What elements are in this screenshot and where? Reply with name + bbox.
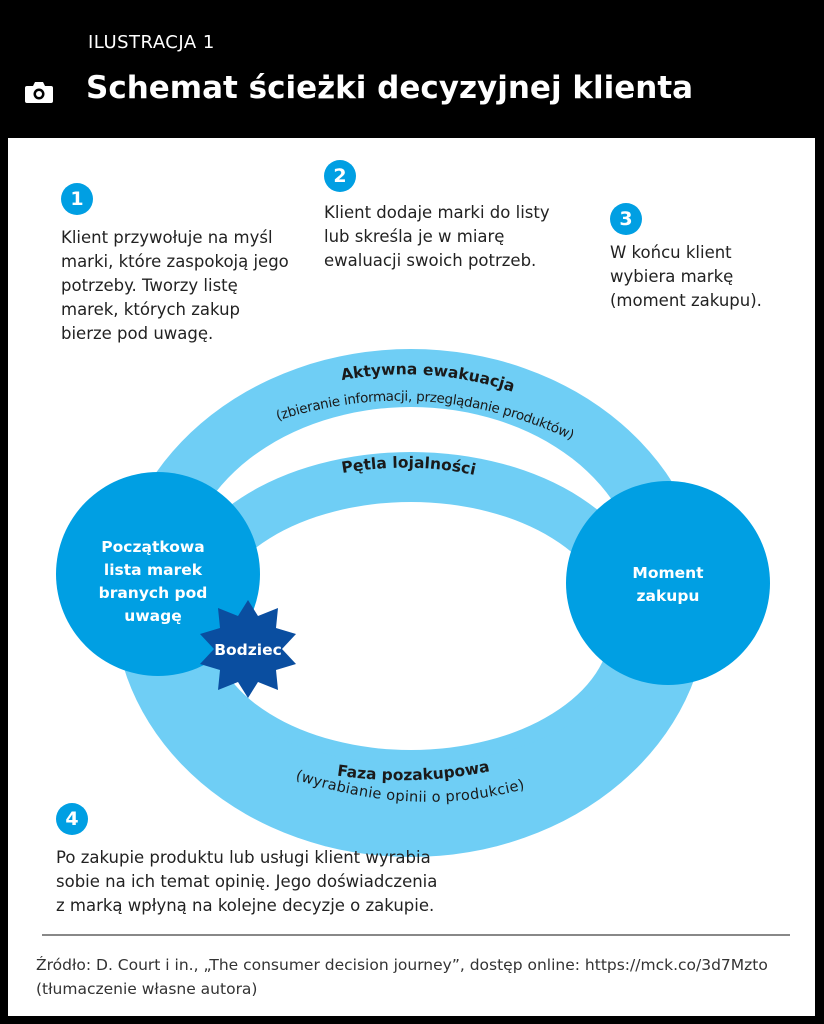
decision-journey-diagram: Aktywna ewakuacja (zbieranie informacji,…: [56, 349, 770, 857]
camera-icon: [25, 82, 53, 103]
step-3-badge: 3: [610, 203, 642, 235]
source-divider: [42, 934, 790, 936]
right-circle-line-1: Moment: [632, 564, 704, 582]
step-3-number: 3: [619, 208, 633, 230]
step-3-text: W końcu klient wybiera markę (moment zak…: [610, 243, 762, 310]
initial-consideration-circle: [56, 472, 260, 676]
source-note: Źródło: D. Court i in., „The consumer de…: [36, 956, 768, 998]
step-4-number: 4: [65, 808, 79, 830]
trigger-star: [200, 600, 296, 698]
illustration-label: ILUSTRACJA 1: [88, 32, 215, 53]
content-panel: Aktywna ewakuacja (zbieranie informacji,…: [8, 138, 815, 1016]
left-circle-line-1: Początkowa: [101, 538, 204, 556]
step-4-text: Po zakupie produktu lub usługi klient wy…: [56, 848, 438, 915]
step-2-number: 2: [333, 165, 347, 187]
left-circle-line-2: lista marek: [104, 561, 203, 579]
right-circle-line-2: zakupu: [637, 587, 700, 605]
header: ILUSTRACJA 1 Schemat ścieżki decyzyjnej …: [0, 0, 824, 138]
left-circle-line-3: branych pod: [99, 584, 208, 602]
purchase-moment-circle: [566, 481, 770, 685]
trigger-label: Bodziec: [214, 641, 282, 659]
step-2-text: Klient dodaje marki do listy lub skreśla…: [324, 203, 550, 270]
left-circle-line-4: uwagę: [124, 607, 181, 625]
step-1-badge: 1: [61, 183, 93, 215]
step-4-badge: 4: [56, 803, 88, 835]
step-1-number: 1: [70, 188, 84, 210]
step-2-badge: 2: [324, 160, 356, 192]
step-1-text: Klient przywołuje na myśl marki, które z…: [61, 228, 289, 343]
page-title: Schemat ścieżki decyzyjnej klienta: [86, 70, 694, 106]
loyalty-loop-hole: [211, 502, 611, 750]
